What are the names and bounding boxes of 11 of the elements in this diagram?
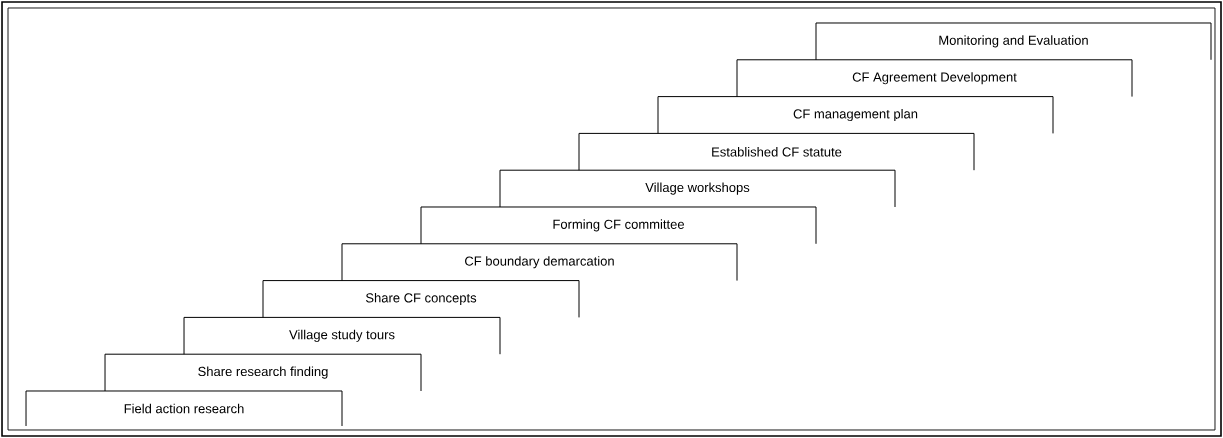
step-box: CF boundary demarcation [341,243,738,282]
step-box: Field action research [25,390,343,427]
step-box: CF Agreement Development [736,59,1133,98]
step-box: Monitoring and Evaluation [815,22,1212,61]
step-box: CF management plan [657,96,1054,134]
step-box: Forming CF committee [420,206,817,245]
step-box: Village study tours [183,316,501,355]
step-box: Village workshops [499,169,896,208]
step-box: Share CF concepts [262,280,580,318]
step-box: Established CF statute [578,132,975,171]
step-box: Share research finding [104,353,422,392]
